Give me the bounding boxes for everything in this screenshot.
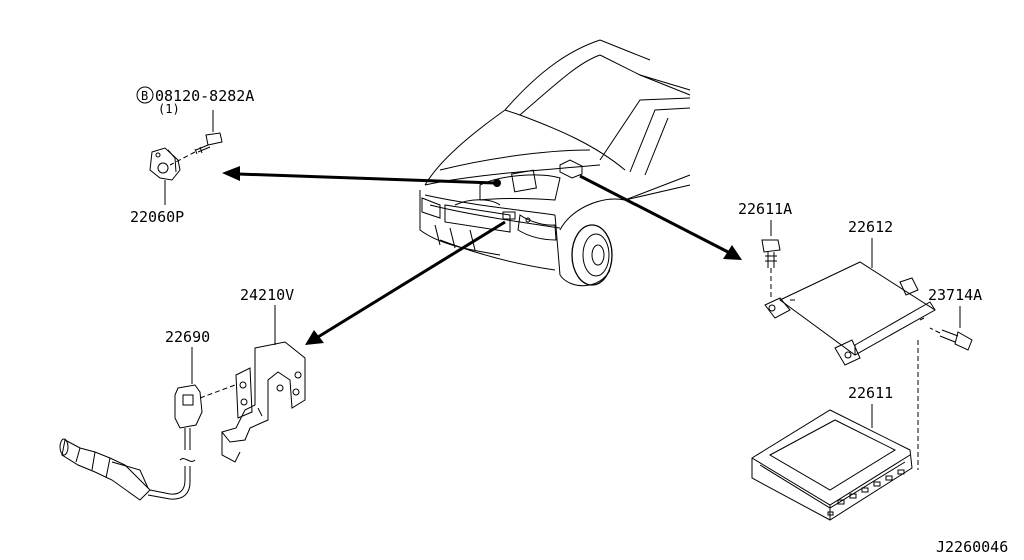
bolt-23714A-icon (939, 329, 973, 351)
bolt-callout-number: 08120-8282A (155, 87, 254, 105)
knock-sensor-group: B 08120-8282A (1) 22060P (130, 86, 254, 226)
label-22612: 22612 (848, 218, 893, 236)
bracket-icon (221, 341, 306, 463)
knock-sensor-icon (149, 147, 181, 181)
ecm-group: 22611A 22612 23714A 22611 (738, 200, 982, 521)
label-22690: 22690 (165, 328, 210, 346)
bolt-b-symbol (136, 86, 154, 104)
label-23714A: 23714A (928, 286, 982, 304)
diagram-id: J2260046 (936, 538, 1008, 556)
label-24210V: 24210V (240, 286, 294, 304)
oxygen-sensor-group: 24210V 22690 (59, 286, 306, 501)
connector-icon (147, 384, 203, 500)
bolt-callout-qty: (1) (158, 102, 180, 116)
label-22060P: 22060P (130, 208, 184, 226)
ecm-bracket-icon (764, 261, 936, 366)
bolt-icon (194, 132, 223, 155)
oxygen-sensor-icon (59, 438, 151, 501)
ecm-icon (751, 409, 913, 521)
location-arrows (222, 166, 742, 345)
bolt-callout-symbol: B (141, 89, 148, 103)
label-22611: 22611 (848, 384, 893, 402)
bolt-22611A-icon (761, 239, 781, 268)
label-22611A: 22611A (738, 200, 792, 218)
